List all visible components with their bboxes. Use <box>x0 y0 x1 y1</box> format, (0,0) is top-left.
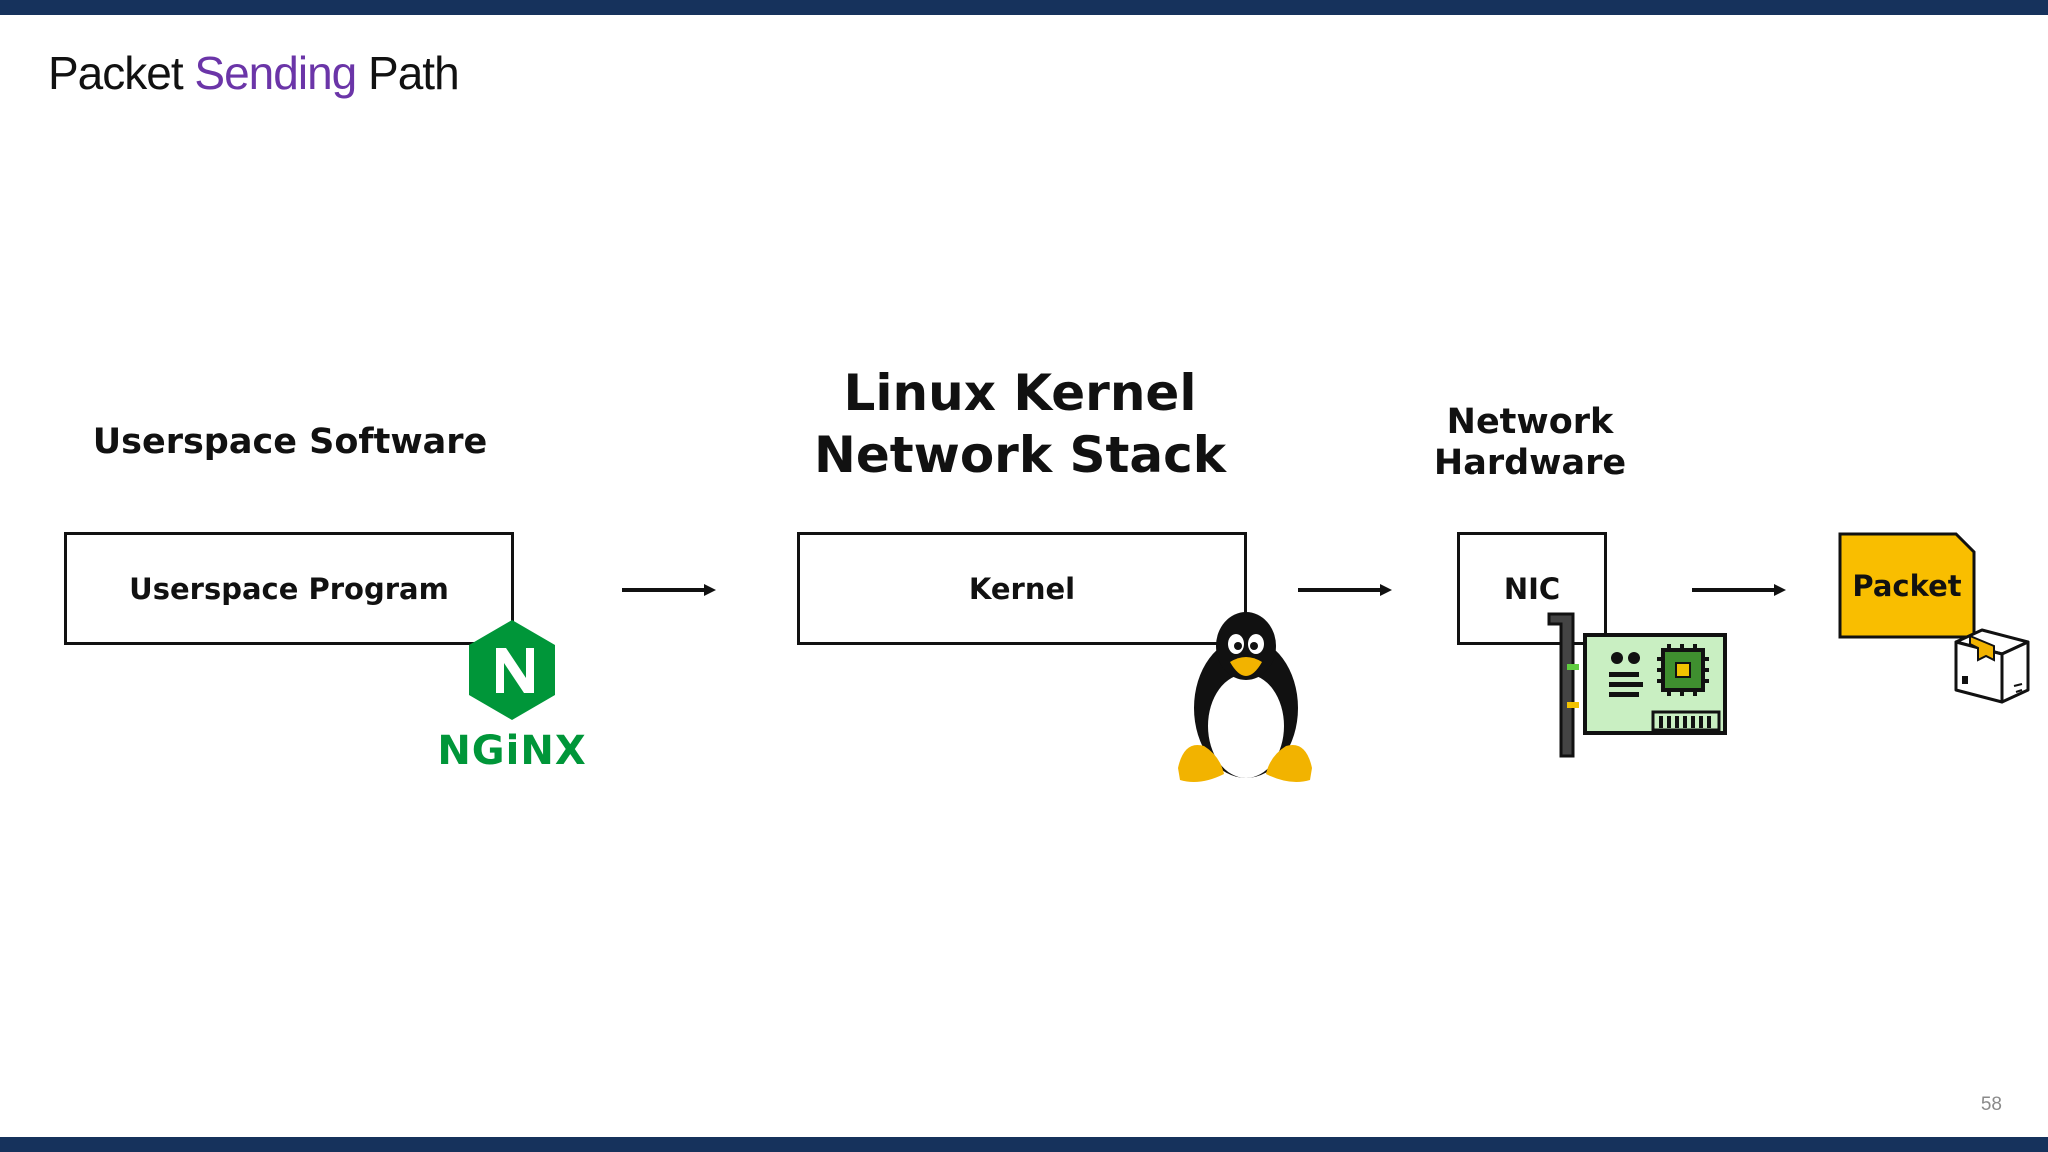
slide-title: Packet Sending Path <box>48 47 460 99</box>
tux-penguin-icon <box>1178 612 1312 782</box>
userspace-heading: Userspace Software <box>92 422 488 462</box>
packet-label: Packet <box>1852 568 1962 603</box>
top-band <box>0 0 2048 15</box>
kernel-label: Kernel <box>968 571 1076 606</box>
kernel-heading-line1: Linux Kernel <box>843 364 1197 422</box>
page-number: 58 <box>1980 1094 2002 1115</box>
package-box-icon <box>1954 628 2030 704</box>
kernel-box: Kernel <box>797 532 1247 645</box>
network-card-icon <box>1547 612 1727 758</box>
arrow-1 <box>622 584 716 596</box>
packet-box: Packet <box>1838 532 1976 639</box>
kernel-heading-line2: Network Stack <box>813 426 1227 484</box>
hardware-heading-line1: Network <box>1446 402 1614 442</box>
hardware-heading: Network Hardware <box>1410 402 1650 484</box>
nginx-logo-text: NGiNX <box>437 728 586 768</box>
bottom-band <box>0 1137 2048 1152</box>
nginx-logo: NGiNX <box>437 620 586 768</box>
arrow-3 <box>1692 584 1786 596</box>
arrow-2 <box>1298 584 1392 596</box>
title-accent: Sending <box>194 47 357 99</box>
nic-box: NIC <box>1457 532 1607 645</box>
userspace-program-label: Userspace Program <box>129 571 449 606</box>
hardware-heading-line2: Hardware <box>1433 443 1627 483</box>
nic-label: NIC <box>1503 571 1561 606</box>
kernel-heading: Linux Kernel Network Stack <box>780 362 1260 486</box>
userspace-program-box: Userspace Program <box>64 532 514 645</box>
